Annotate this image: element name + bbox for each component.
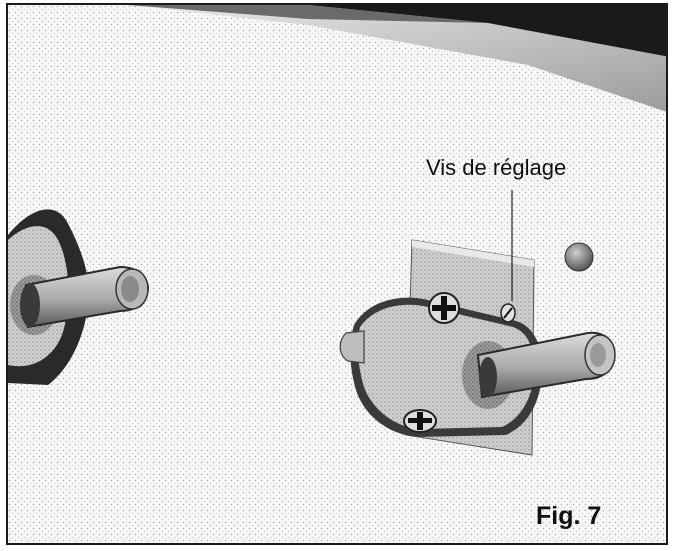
phillips-screw-icon — [403, 409, 437, 433]
small-screw-icon — [500, 303, 516, 323]
left-control-knob — [8, 209, 150, 385]
right-control-knob — [339, 297, 616, 437]
phillips-screw-icon — [428, 292, 460, 324]
panel-top-edge — [128, 5, 666, 112]
adjusting-screw-label: Vis de réglage — [426, 155, 567, 180]
control-panel-illustration — [8, 5, 666, 543]
pilot-lamp-icon — [564, 242, 594, 272]
figure-frame: Vis de réglage Fig. 7 — [6, 3, 668, 545]
figure-caption: Fig. 7 — [536, 502, 602, 530]
